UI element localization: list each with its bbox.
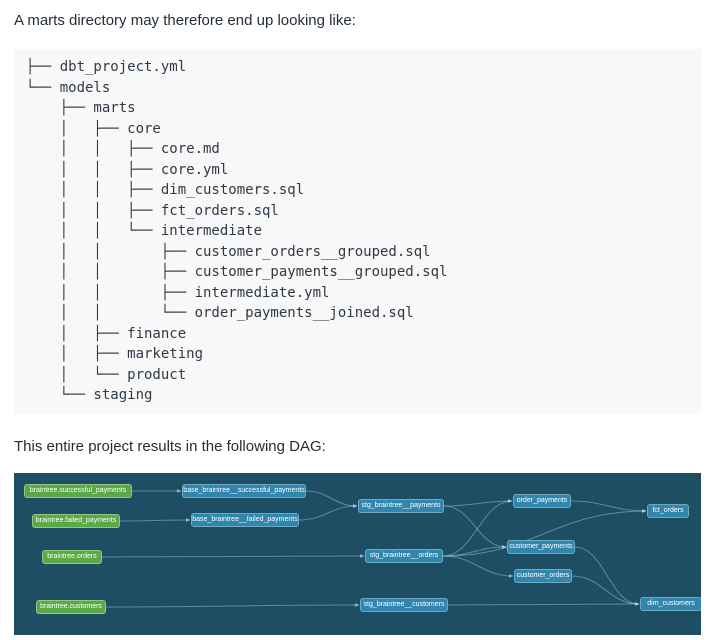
dag-edge-customer_orders-to-dim_customers	[571, 575, 640, 606]
dag-edge-stg_braintree_orders-to-order_payments	[442, 499, 513, 557]
dag-node-customer_orders: customer_orders	[514, 569, 572, 583]
dag-edge-base_braintree_failed_payments-to-stg_braintree_payments	[298, 504, 358, 521]
dag-image: braintree.successful_payments braintree.f…	[14, 473, 701, 635]
dag-node-stg_braintree_customers: stg_braintree__customers	[360, 598, 448, 612]
dag-node-dim_customers: dim_customers	[640, 597, 701, 611]
dag-edge-stg_braintree_orders-to-customer_payments	[442, 545, 507, 557]
dag-edge-stg_braintree_orders-to-fct_orders	[442, 509, 647, 557]
dag-edge-braintree_orders-to-stg_braintree_orders	[101, 554, 365, 558]
intro-paragraph: A marts directory may therefore end up l…	[14, 12, 356, 29]
dag-edge-braintree_failed_payments-to-base_braintree_failed_payments	[119, 518, 191, 522]
dag-caption-paragraph: This entire project results in the follo…	[14, 438, 326, 455]
dag-edge-stg_braintree_customers-to-dim_customers	[447, 602, 640, 606]
dag-node-fct_orders: fct_orders	[647, 504, 689, 518]
dag-node-braintree_successful_payments: braintree.successful_payments	[24, 484, 132, 498]
dag-node-stg_braintree_orders: stg_braintree__orders	[365, 549, 443, 563]
dag-edge-braintree_customers-to-stg_braintree_customers	[105, 603, 360, 608]
dag-node-stg_braintree_payments: stg_braintree__payments	[358, 499, 444, 513]
dag-node-braintree_customers: braintree.customers	[36, 600, 106, 614]
dag-node-base_braintree_successful_payments: base_braintree__successful_payments	[182, 484, 306, 498]
dag-node-braintree_orders: braintree.orders	[42, 550, 102, 564]
directory-tree: ├── dbt_project.yml └── models ├── marts…	[14, 49, 701, 414]
dag-node-braintree_failed_payments: braintree.failed_payments	[32, 514, 120, 528]
dag-edge-stg_braintree_payments-to-customer_payments	[443, 505, 507, 549]
dag-edge-stg_braintree_orders-to-customer_orders	[442, 555, 514, 578]
dag-node-base_braintree_failed_payments: base_braintree__failed_payments	[191, 513, 299, 527]
dag-edge-order_payments-to-fct_orders	[570, 500, 647, 513]
dag-node-customer_payments: customer_payments	[507, 540, 575, 554]
dag-edge-customer_payments-to-dim_customers	[574, 546, 640, 606]
dag-edges-layer	[101, 489, 647, 608]
dag-edge-base_braintree_successful_payments-to-stg_braintree_payments	[305, 490, 358, 508]
dag-node-order_payments: order_payments	[513, 494, 571, 508]
dag-edge-stg_braintree_payments-to-order_payments	[443, 499, 513, 507]
